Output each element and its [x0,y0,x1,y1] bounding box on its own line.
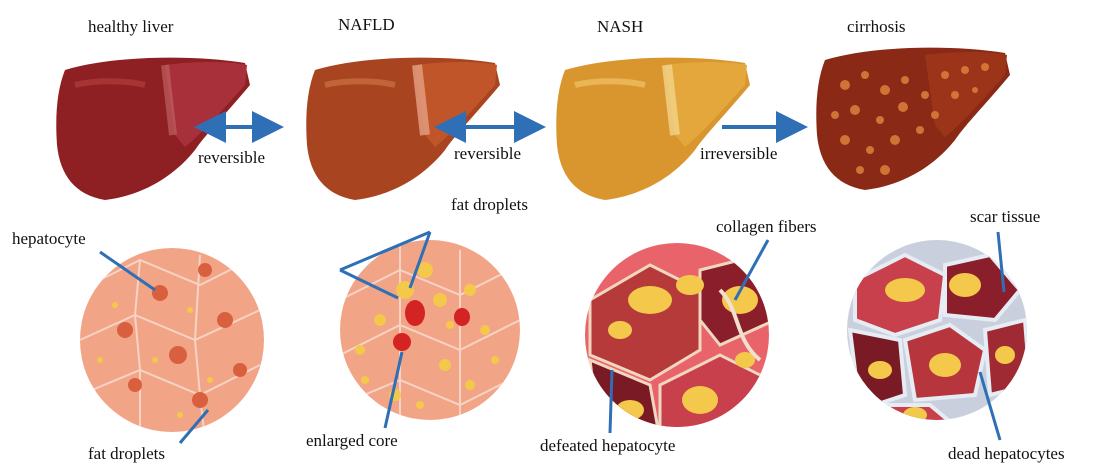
cell-nafld [340,232,520,430]
liver-nash [556,58,750,200]
liver-cirrhosis [816,48,1010,190]
pointer-defeated-hepatocyte [610,370,612,433]
cell-cirrhosis [847,232,1030,440]
cell-nash [585,240,775,440]
cell-healthy [80,248,264,443]
